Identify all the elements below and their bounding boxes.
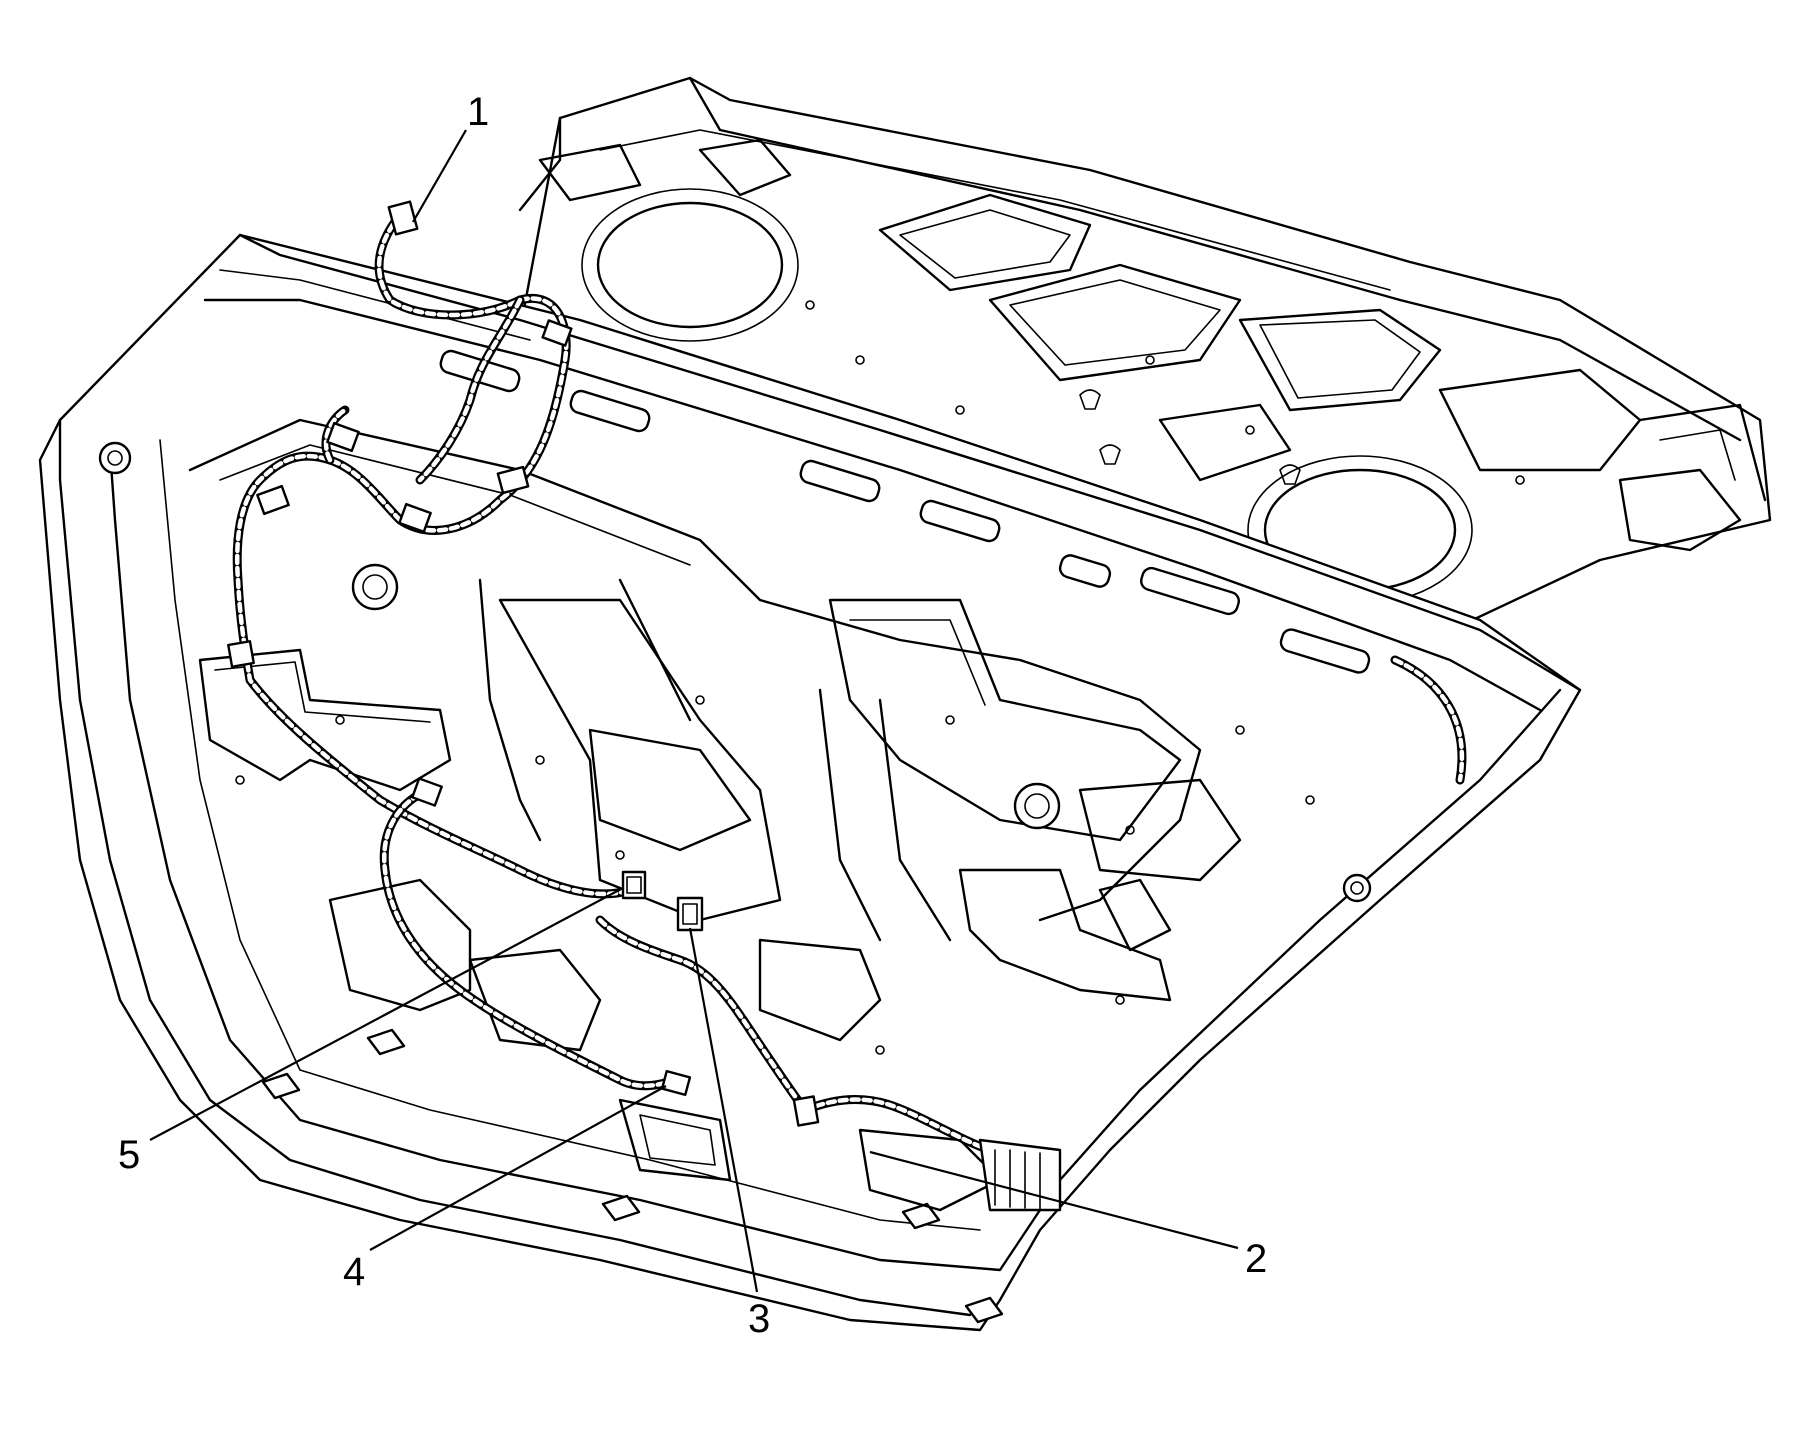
- connector-4: [660, 1070, 692, 1096]
- rear-shelf-panel: [518, 76, 1772, 642]
- connector-2: [792, 1095, 820, 1127]
- leader-2: [869, 1150, 1239, 1250]
- trunk-lid-inner-panel: [38, 233, 1582, 1332]
- callout-3: 3: [748, 1297, 770, 1341]
- connector-3: [676, 896, 704, 932]
- connector-5: [621, 870, 647, 900]
- leader-1: [412, 129, 467, 223]
- callout-4: 4: [343, 1250, 365, 1294]
- callout-leader-lines: [149, 129, 1239, 1293]
- module-2: [978, 1138, 1062, 1212]
- harness-clips: [227, 200, 573, 807]
- callout-2: 2: [1245, 1237, 1267, 1281]
- wiring-harness: [232, 210, 1467, 1155]
- leader-5: [149, 887, 624, 1141]
- callout-5: 5: [118, 1133, 140, 1177]
- callout-1: 1: [467, 90, 489, 134]
- leader-4: [369, 1085, 667, 1251]
- leader-3: [688, 927, 759, 1293]
